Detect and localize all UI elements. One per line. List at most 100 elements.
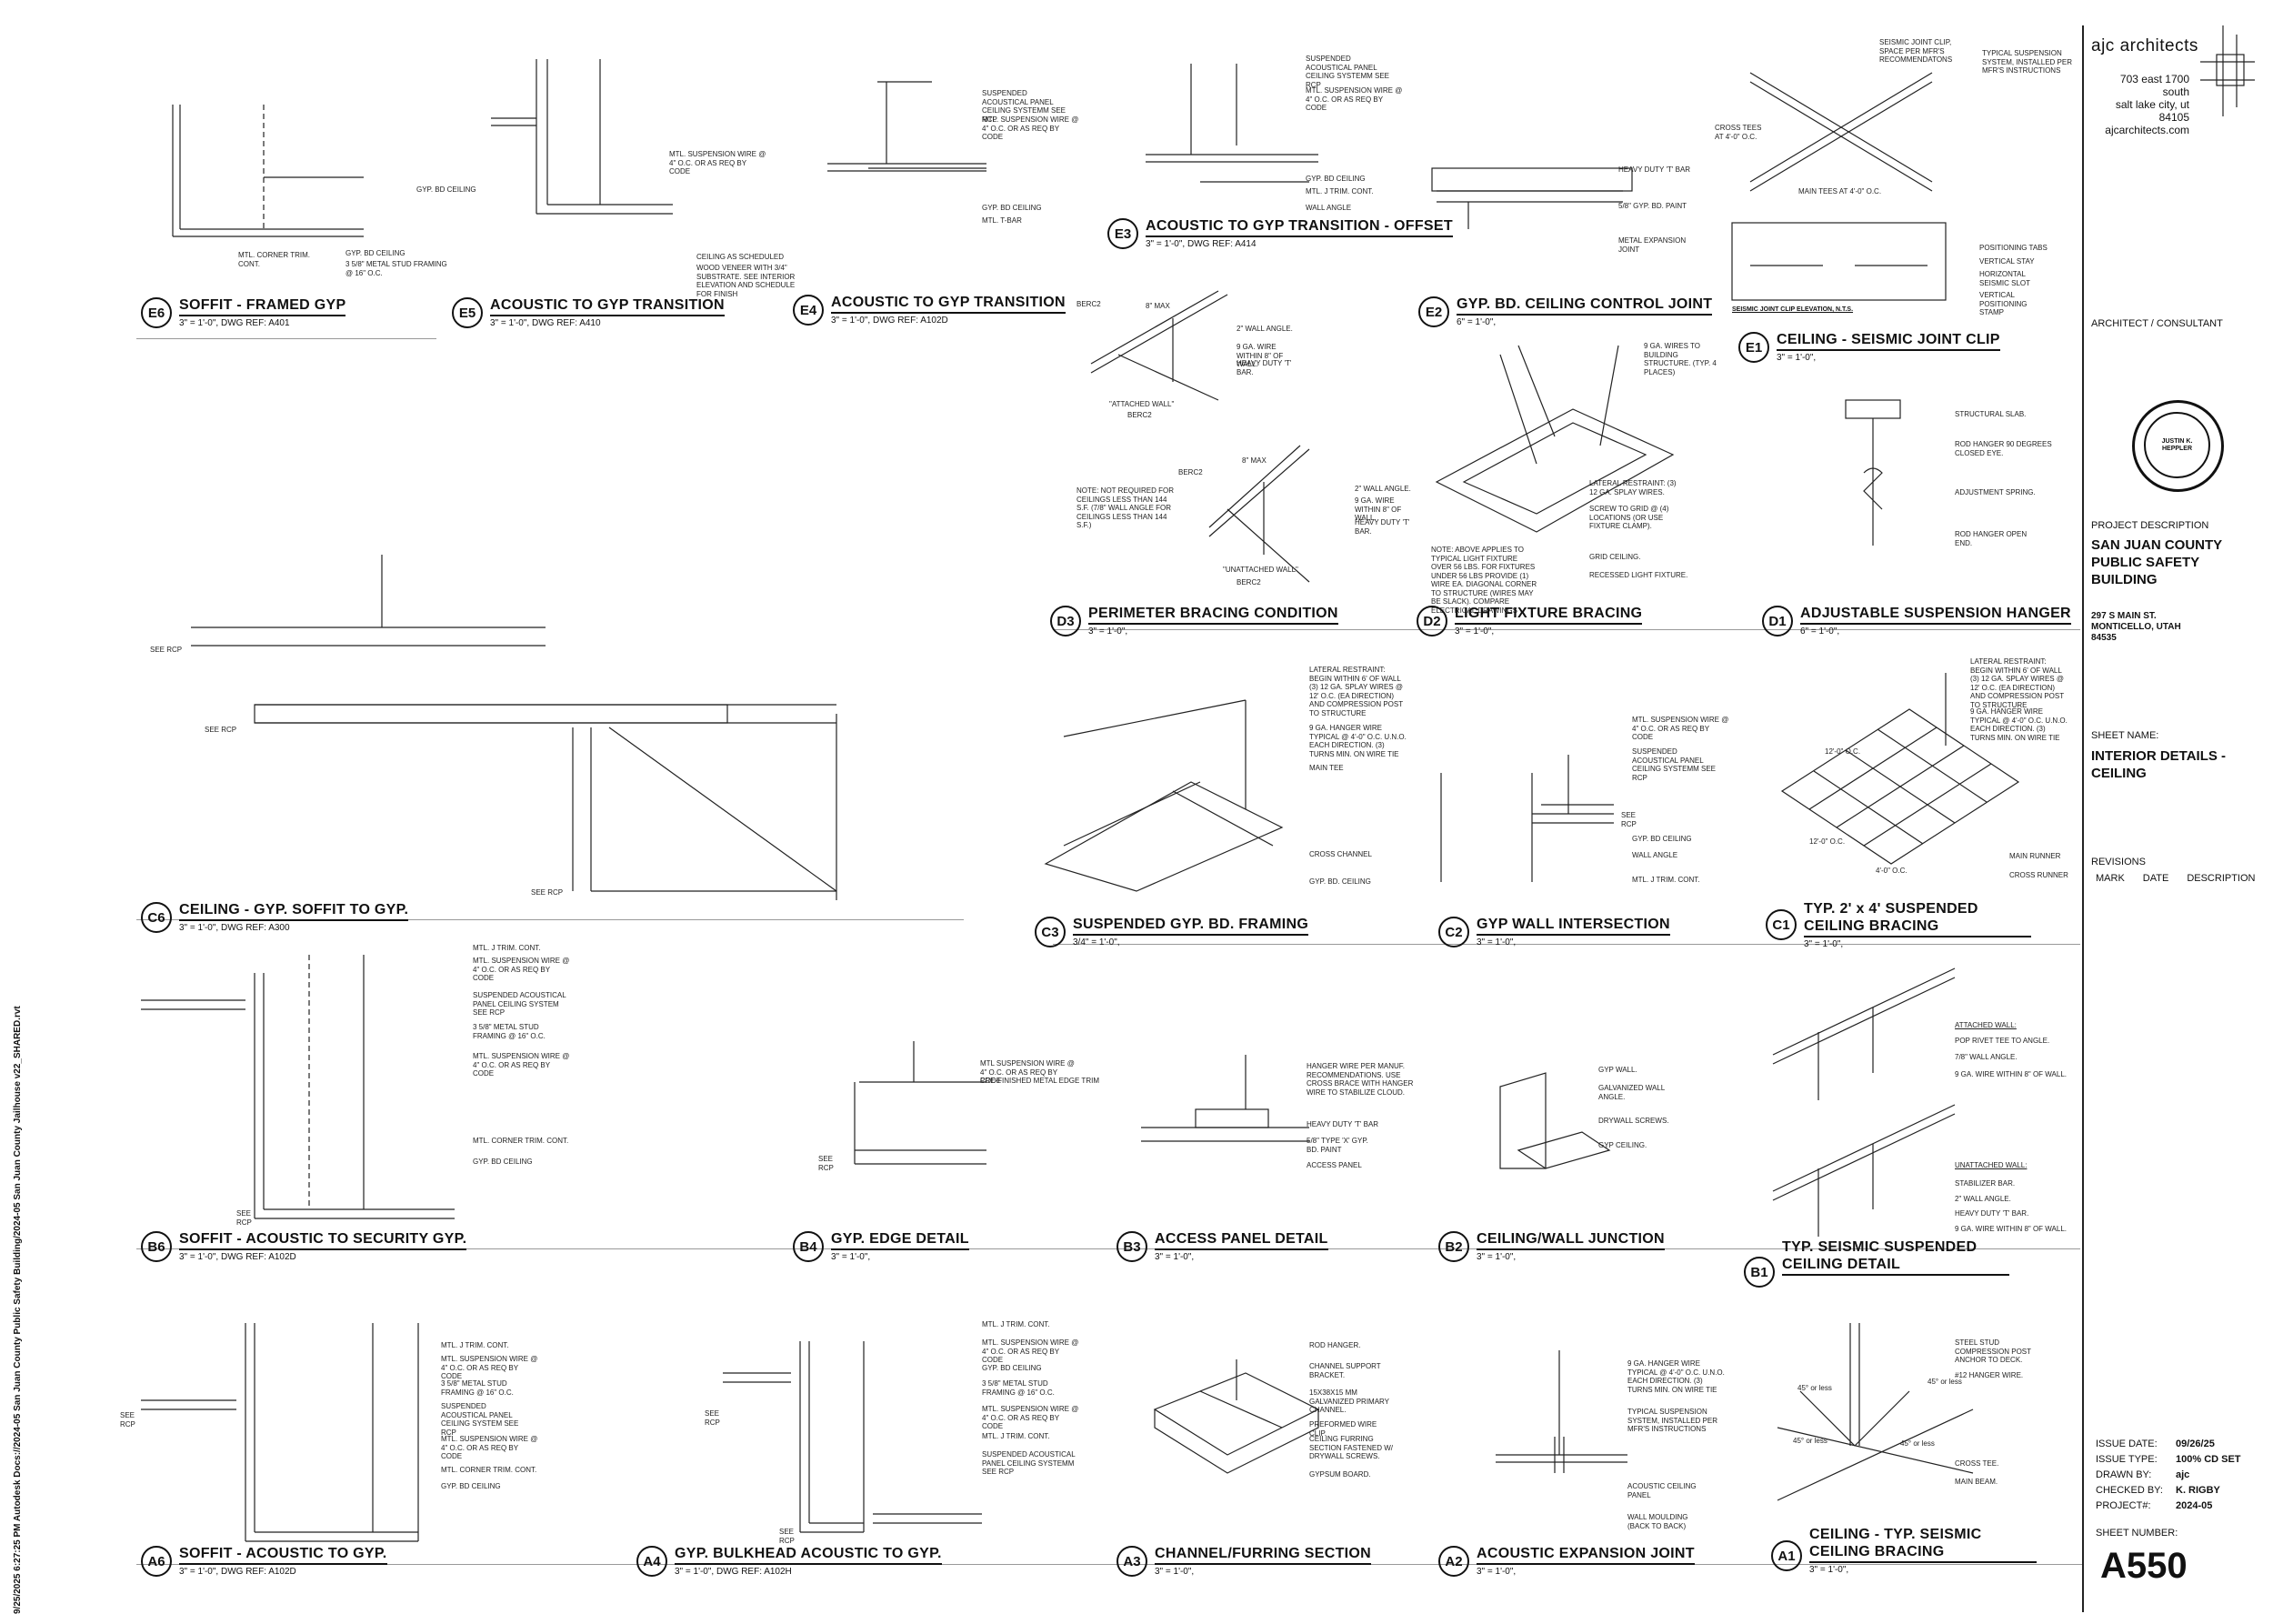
b2-drawing — [1499, 1072, 1611, 1169]
d3-drawing — [1090, 290, 1310, 583]
issue-row: ISSUE DATE:09/26/25 — [2096, 1437, 2241, 1452]
a6-drawing — [141, 1323, 419, 1542]
note: CROSS CHANNEL — [1309, 850, 1372, 858]
detail-bubble: E3 — [1107, 218, 1138, 249]
note: MTL SUSPENSION WIRE @ 4" O.C. OR AS REQ … — [980, 1059, 1075, 1085]
note: WALL ANGLE — [1632, 851, 1678, 859]
detail-scale: 3" = 1'-0", — [1155, 1252, 1195, 1262]
issue-value: 2024-05 — [2176, 1500, 2213, 1511]
b1-drawing — [1772, 967, 1956, 1237]
note: 3 5/8" METAL STUD FRAMING @ 16" O.C. — [441, 1379, 514, 1397]
detail-title-b2: B2 CEILING/WALL JUNCTION 3" = 1'-0", — [1438, 1231, 1665, 1262]
note: MAIN TEE — [1309, 764, 1344, 772]
note: 8" MAX — [1146, 302, 1170, 310]
detail-scale: 3" = 1'-0", DWG REF: A102D — [831, 316, 948, 326]
note: SUSPENDED ACOUSTICAL PANEL CEILING SYSTE… — [1306, 55, 1390, 89]
note: TYPICAL SUSPENSION SYSTEM, INSTALLED PER… — [1982, 49, 2072, 75]
title-block-divider — [2082, 25, 2084, 1612]
note: MTL. CORNER TRIM. CONT. — [473, 1137, 569, 1145]
note: CROSS TEE. — [1955, 1459, 1999, 1468]
detail-scale: 3" = 1'-0", — [1455, 627, 1495, 637]
revisions-header: MARK DATE DESCRIPTION — [2096, 873, 2256, 884]
sheet-name: INTERIOR DETAILS - CEILING — [2091, 747, 2226, 782]
e6-drawing — [172, 105, 364, 237]
note: #12 HANGER WIRE. — [1955, 1371, 2024, 1379]
autodesk-plot-stamp: 9/25/2025 6:27:25 PM Autodesk Docs://202… — [13, 1006, 23, 1614]
detail-scale: 3" = 1'-0", — [1477, 937, 1517, 947]
detail-title-b3: B3 ACCESS PANEL DETAIL 3" = 1'-0", — [1116, 1231, 1328, 1262]
note: GYP WALL. — [1598, 1066, 1637, 1074]
note: CEILING FURRING SECTION FASTENED W/ DRYW… — [1309, 1435, 1394, 1460]
elevation-label: SEISMIC JOINT CLIP ELEVATION, N.T.S. — [1732, 306, 1854, 313]
note: PRE-FINISHED METAL EDGE TRIM — [980, 1077, 1099, 1085]
issue-row: CHECKED BY:K. RIGBY — [2096, 1483, 2241, 1499]
note: 9 GA. WIRE WITHIN 8" OF WALL. — [1955, 1225, 2067, 1233]
note: SEE RCP — [705, 1409, 720, 1427]
note: GALVANIZED WALL ANGLE. — [1598, 1084, 1665, 1101]
note: MTL. J TRIM. CONT. — [1306, 187, 1374, 195]
note: GYP. BD CEILING — [473, 1158, 533, 1166]
detail-bubble: C6 — [141, 902, 172, 933]
detail-bubble: A1 — [1771, 1540, 1802, 1571]
note: BERC2 — [1237, 578, 1261, 586]
detail-scale: 3" = 1'-0", DWG REF: A102D — [179, 1252, 296, 1262]
note: GYP. BD CEILING — [1306, 175, 1366, 183]
note: SEE RCP — [236, 1209, 252, 1227]
detail-title: GYP. BD. CEILING CONTROL JOINT — [1457, 296, 1713, 316]
note: WALL ANGLE — [1306, 204, 1352, 212]
note: PREFORMED WIRE CLIP. — [1309, 1420, 1377, 1438]
detail-bubble: B6 — [141, 1231, 172, 1262]
note: "UNATTACHED WALL" — [1223, 566, 1298, 574]
row-divider — [1053, 944, 2080, 945]
detail-title: PERIMETER BRACING CONDITION — [1088, 606, 1338, 625]
detail-title-e2: E2 GYP. BD. CEILING CONTROL JOINT 6" = 1… — [1418, 296, 1713, 327]
detail-title-e3: E3 ACOUSTIC TO GYP TRANSITION - OFFSET 3… — [1107, 218, 1453, 249]
detail-title: GYP. BULKHEAD ACOUSTIC TO GYP. — [675, 1546, 942, 1565]
detail-title-e5: E5 ACOUSTIC TO GYP TRANSITION 3" = 1'-0"… — [452, 297, 725, 328]
note: HORIZONTAL SEISMIC SLOT — [1979, 270, 2031, 287]
e2-drawing — [1431, 167, 1633, 229]
detail-title: CEILING/WALL JUNCTION — [1477, 1231, 1665, 1250]
a3-drawing — [1153, 1359, 1320, 1474]
note: SEE RCP — [120, 1411, 135, 1429]
note: 45° or less — [1797, 1384, 1832, 1392]
row-divider — [1053, 629, 2080, 630]
note: STRUCTURAL SLAB. — [1955, 410, 2027, 418]
note: SUSPENDED ACOUSTICAL PANEL CEILING SYSTE… — [473, 991, 566, 1017]
detail-title: ACOUSTIC TO GYP TRANSITION — [831, 295, 1066, 314]
note: MTL. J TRIM. CONT. — [473, 944, 541, 952]
revisions-col-date: DATE — [2142, 873, 2169, 884]
note: 9 GA. WIRES TO BUILDING STRUCTURE. (TYP.… — [1644, 342, 1717, 376]
note: "ATTACHED WALL" — [1109, 400, 1175, 408]
firm-address-line: 703 east 1700 south — [2119, 73, 2189, 98]
note: MTL. T-BAR — [982, 216, 1022, 225]
note: ROD HANGER. — [1309, 1341, 1361, 1349]
e3-drawing — [1146, 64, 1318, 183]
detail-title: GYP. EDGE DETAIL — [831, 1231, 969, 1250]
project-address-line: 84535 — [2091, 633, 2117, 643]
detail-bubble: A3 — [1116, 1546, 1147, 1577]
note: GYP CEILING. — [1598, 1141, 1647, 1149]
project-address: 297 S MAIN ST. MONTICELLO, UTAH 84535 — [2091, 611, 2181, 644]
detail-bubble: D1 — [1762, 606, 1793, 637]
note: RECESSED LIGHT FIXTURE. — [1589, 571, 1688, 579]
note: GYP. BD CEILING — [982, 204, 1042, 212]
note: MTL. J TRIM. CONT. — [982, 1432, 1050, 1440]
note: MTL. SUSPENSION WIRE @ 4" O.C. OR AS REQ… — [1632, 716, 1729, 741]
detail-title-e6: E6 SOFFIT - FRAMED GYP 3" = 1'-0", DWG R… — [141, 297, 346, 328]
note: CROSS TEES AT 4'-0" O.C. — [1715, 124, 1762, 141]
note: ADJUSTMENT SPRING. — [1955, 488, 2036, 496]
note: GYPSUM BOARD. — [1309, 1470, 1371, 1479]
detail-bubble: B2 — [1438, 1231, 1469, 1262]
detail-title: SUSPENDED GYP. BD. FRAMING — [1073, 917, 1309, 936]
detail-title: GYP WALL INTERSECTION — [1477, 917, 1670, 936]
detail-title: ACOUSTIC TO GYP TRANSITION - OFFSET — [1146, 218, 1453, 237]
sheet-number-label: SHEET NUMBER: — [2096, 1528, 2178, 1539]
detail-title: CEILING - SEISMIC JOINT CLIP — [1777, 332, 2000, 351]
note: 9 GA. WIRE WITHIN 8" OF WALL. — [1955, 1070, 2067, 1078]
firm-name: ajc architects — [2091, 36, 2198, 55]
note: METAL EXPANSION JOINT — [1618, 236, 1687, 254]
detail-scale: 3/4" = 1'-0", — [1073, 937, 1120, 947]
note: SCREW TO GRID @ (4) LOCATIONS (OR USE FI… — [1589, 505, 1669, 530]
note: 2" WALL ANGLE. — [1955, 1195, 2011, 1203]
